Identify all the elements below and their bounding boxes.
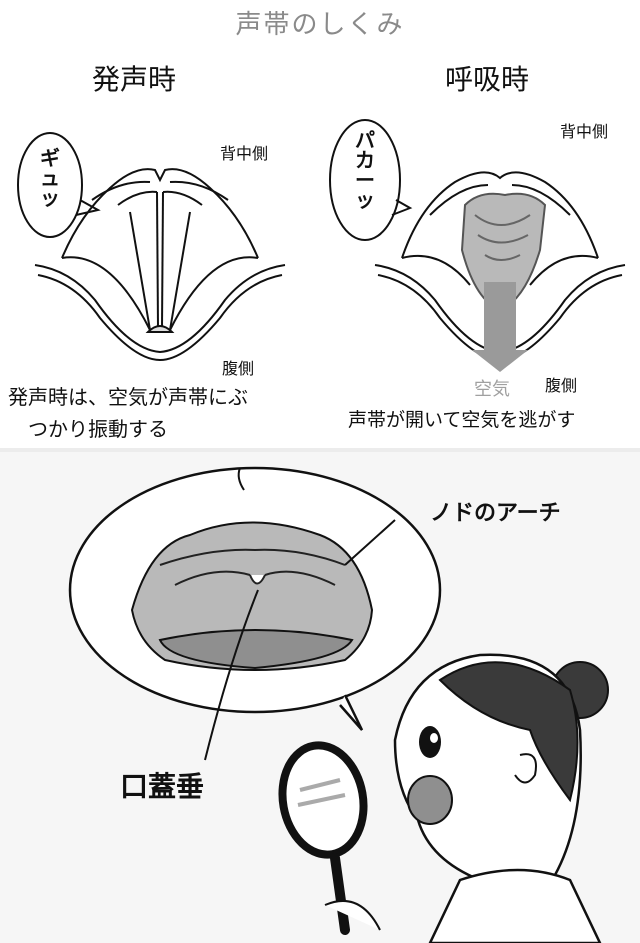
breathing-caption: 声帯が開いて空気を逃がす: [348, 409, 576, 431]
phonation-belly-label: 腹側: [222, 359, 255, 378]
panel-divider: [0, 448, 640, 452]
phonation-vocal-cords: [17, 132, 286, 362]
breathing-back-label: 背中側: [560, 122, 609, 141]
phonation-caption-line2: つかり振動する: [28, 417, 168, 441]
uvula-label: 口蓋垂: [120, 770, 205, 803]
diagram-title: 声帯のしくみ: [235, 10, 405, 40]
phonation-heading: 発声時: [92, 63, 177, 96]
breathing-heading: 呼吸時: [445, 63, 530, 96]
breathing-belly-label: 腹側: [545, 376, 578, 395]
woman-with-mirror: [278, 653, 609, 943]
breathing-vocal-cords: [329, 119, 626, 372]
throat-arch-label: ノドのアーチ: [430, 501, 561, 526]
breathing-sound-effect: パカーッ: [355, 128, 375, 212]
air-label: 空気: [474, 379, 510, 400]
phonation-caption-line1: 発声時は、空気が声帯にぶ: [8, 385, 248, 409]
throat-thought-bubble: [68, 466, 442, 761]
phonation-sound-effect: ギュッ: [40, 146, 60, 210]
phonation-back-label: 背中側: [220, 144, 269, 163]
